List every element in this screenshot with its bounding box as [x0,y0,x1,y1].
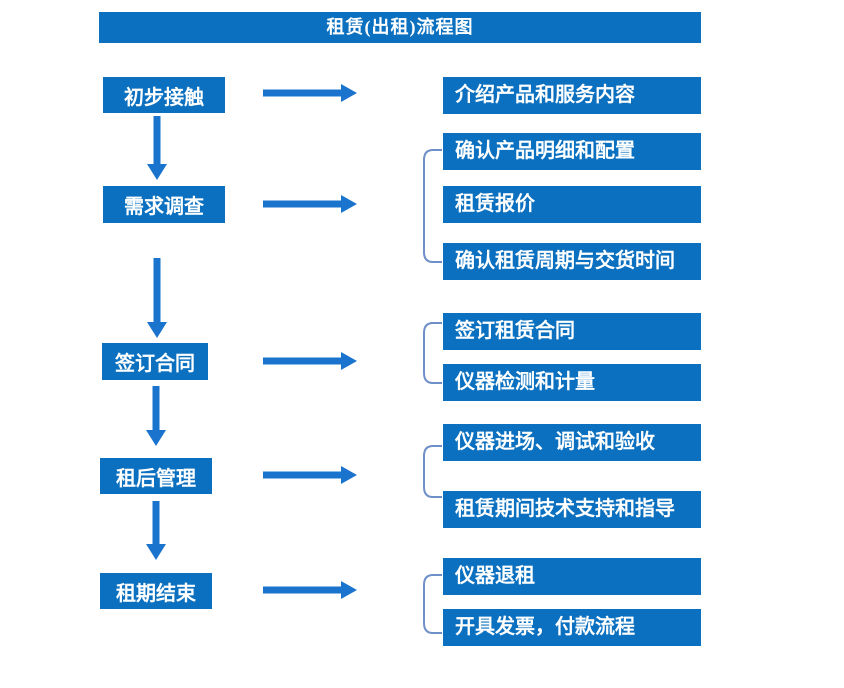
right-arrow-3 [263,351,358,371]
arrow-stem [263,586,342,594]
arrow-stem [152,386,160,431]
flowchart-title: 租赁(出租)流程图 [99,12,701,43]
detail-box-sign-rental-contract: 签订租赁合同 [443,313,701,350]
bracket-demand-survey [421,149,443,268]
down-arrow-4 [145,501,167,560]
arrow-head [146,430,166,446]
arrow-head [341,352,357,370]
arrow-stem [263,89,342,97]
detail-box-instrument-return: 仪器退租 [443,558,701,595]
arrow-stem [152,501,160,545]
bracket-sign-contract [421,322,443,389]
arrow-head [341,84,357,102]
arrow-stem [263,471,342,479]
arrow-stem [153,258,161,323]
bracket-rental-end [421,574,443,639]
down-arrow-3 [145,386,167,446]
step-box-initial-contact: 初步接触 [103,77,225,113]
detail-box-introduce-products: 介绍产品和服务内容 [443,77,701,114]
detail-box-confirm-product-config: 确认产品明细和配置 [443,133,701,170]
right-arrow-4 [263,465,358,485]
step-box-post-rental-management: 租后管理 [100,458,212,494]
arrow-head [341,466,357,484]
arrow-head [146,544,166,560]
arrow-stem [263,357,342,365]
detail-box-confirm-period-delivery: 确认租赁周期与交货时间 [443,243,701,280]
detail-box-instrument-setup: 仪器进场、调试和验收 [443,424,701,461]
arrow-head [341,581,357,599]
down-arrow-2 [146,258,168,338]
down-arrow-1 [146,116,168,180]
arrow-head [147,322,167,338]
detail-box-invoice-payment: 开具发票，付款流程 [443,609,701,646]
right-arrow-1 [263,83,358,103]
arrow-stem [153,116,161,165]
detail-box-rental-quote: 租赁报价 [443,186,701,223]
bracket-post-rental [421,445,443,503]
right-arrow-2 [263,194,358,214]
step-box-demand-survey: 需求调查 [103,186,225,223]
step-box-rental-end: 租期结束 [100,573,212,609]
right-arrow-5 [263,580,358,600]
detail-box-instrument-inspection: 仪器检测和计量 [443,364,701,401]
detail-box-technical-support: 租赁期间技术支持和指导 [443,491,701,528]
arrow-stem [263,200,342,208]
step-box-sign-contract: 签订合同 [102,343,208,380]
arrow-head [147,164,167,180]
arrow-head [341,195,357,213]
